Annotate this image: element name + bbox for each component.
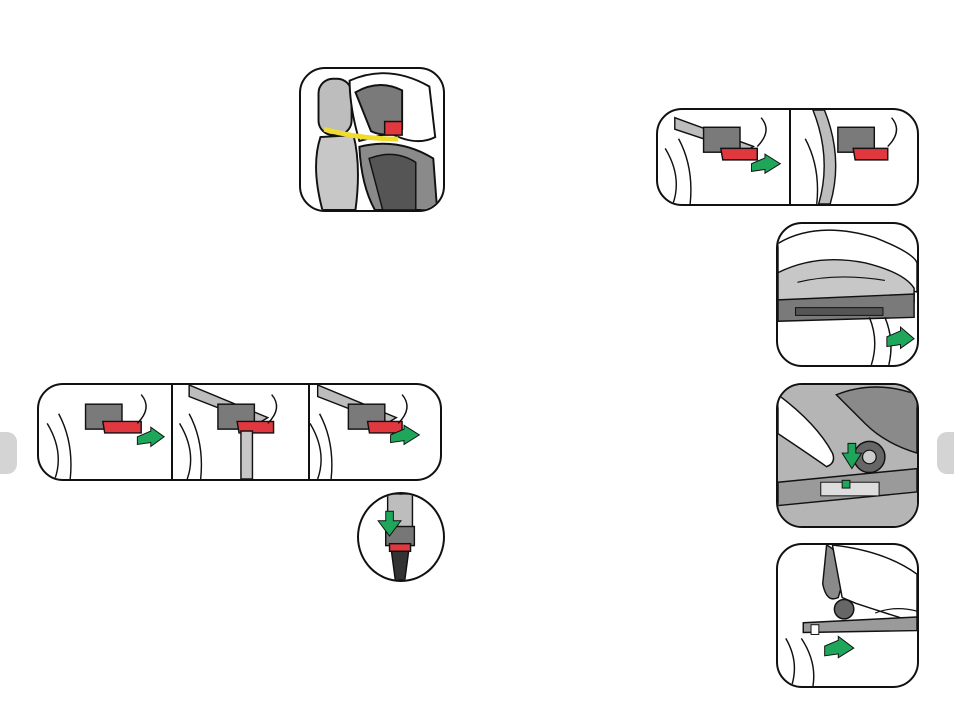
green-arrow-icon [390, 424, 421, 446]
strip-panel-2 [804, 110, 898, 204]
figure-two-step-belt-release [656, 108, 919, 206]
green-arrow-icon [377, 510, 402, 537]
green-arrow-icon [886, 326, 915, 350]
strip-panel-2 [178, 385, 278, 479]
strip-panel-3 [309, 385, 421, 479]
figure-headrest-belt-guide [299, 67, 445, 212]
green-arrow-icon [136, 426, 166, 448]
green-arrow-icon [824, 635, 855, 659]
figure-base-pull-handle [776, 222, 919, 367]
green-arrow-icon [751, 153, 782, 175]
right-page-tab [937, 432, 954, 474]
figure-buckle-insert [357, 492, 445, 582]
strip-divider [789, 110, 791, 204]
figure-isofix-slide-out [776, 543, 919, 688]
figure-three-step-belt-release [37, 383, 442, 481]
left-page-tab [0, 432, 17, 474]
figure-isofix-button-press [776, 383, 919, 528]
strip-divider [171, 385, 173, 479]
strip-divider [308, 385, 310, 479]
strip-panel-1 [46, 394, 166, 479]
strip-panel-1 [664, 116, 782, 204]
green-arrow-icon [841, 442, 863, 470]
